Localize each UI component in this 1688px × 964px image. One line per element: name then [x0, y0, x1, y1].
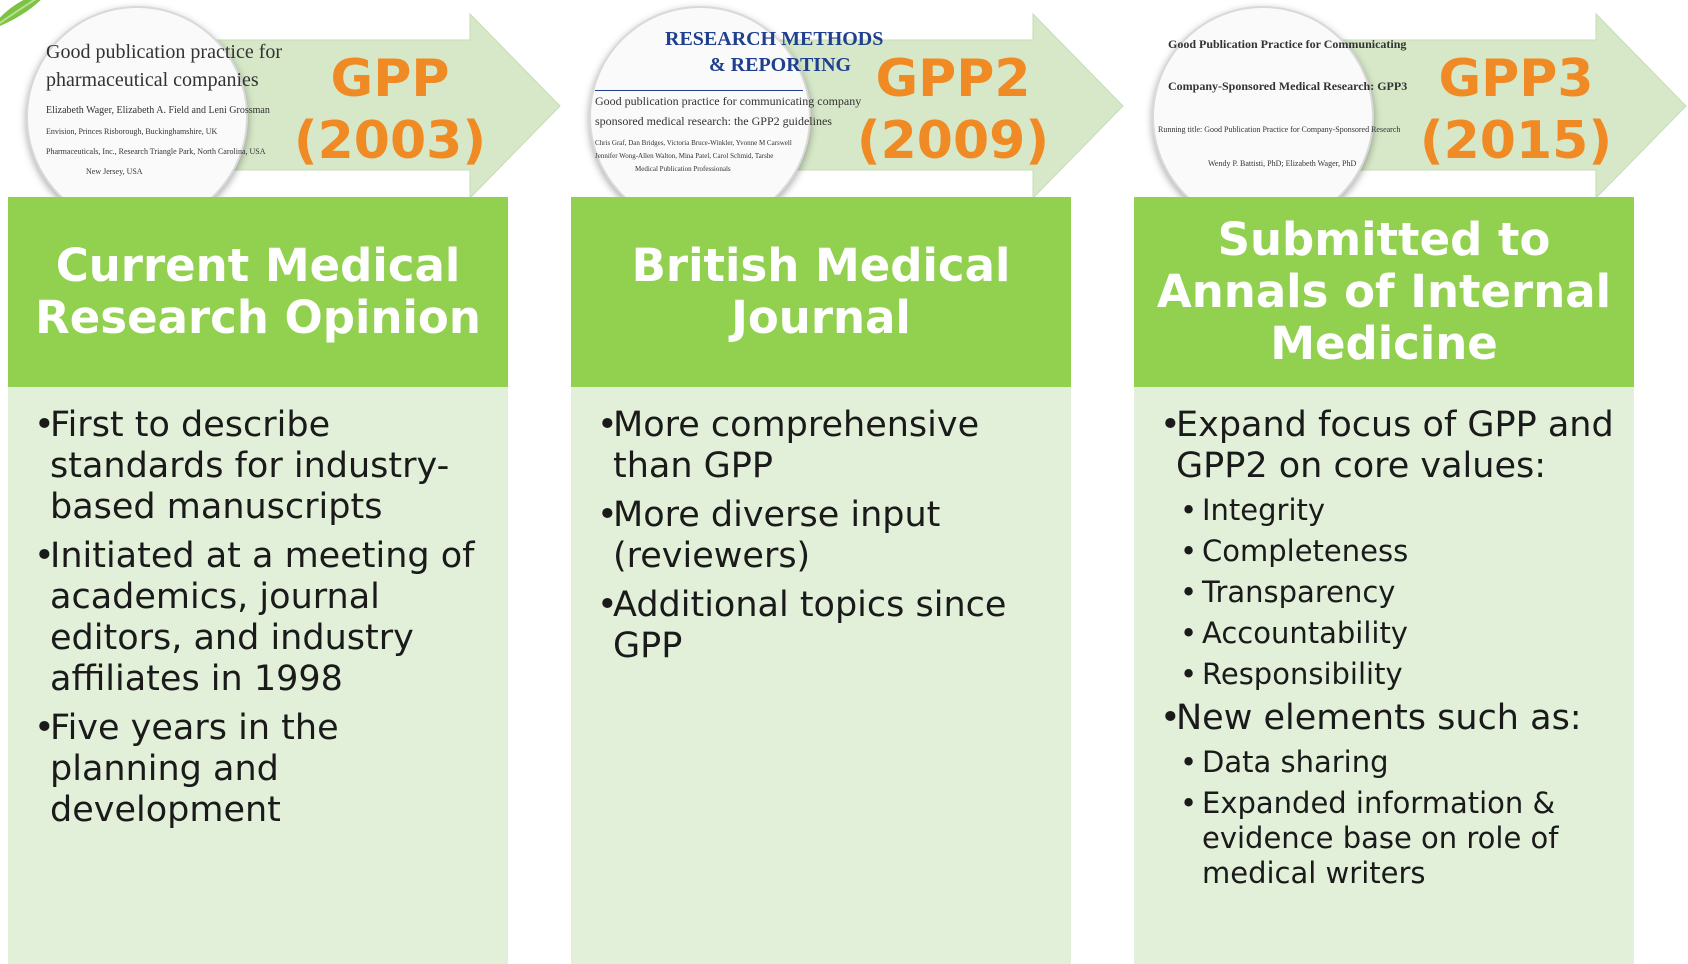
thumbnail-text: Pharmaceuticals, Inc., Research Triangle…	[46, 147, 266, 156]
leaf-decoration	[0, 0, 41, 26]
core-value-item: Integrity	[1180, 493, 1616, 528]
thumbnail-text: Good Publication Practice for Communicat…	[1168, 37, 1407, 51]
bullet-item: More comprehensive than GPP	[597, 405, 1053, 487]
details-panel: More comprehensive than GPP More diverse…	[571, 387, 1071, 964]
guideline-name: GPP3	[1438, 49, 1594, 109]
thumbnail-text: & REPORTING	[709, 54, 852, 76]
thumbnail-text: Wendy P. Battisti, PhD; Elizabeth Wager,…	[1208, 159, 1357, 168]
journal-header: Submitted to Annals of Internal Medicine	[1134, 197, 1634, 387]
details-panel: Expand focus of GPP and GPP2 on core val…	[1134, 387, 1634, 964]
thumbnail-text: Jennifer Wong-Allen Walton, Mina Patel, …	[595, 152, 774, 160]
bullet-item: First to describe standards for industry…	[34, 405, 490, 528]
new-element-item: Expanded information & evidence base on …	[1180, 786, 1616, 891]
thumbnail-text: Good publication practice for	[46, 41, 283, 63]
thumbnail-text: pharmaceutical companies	[46, 69, 259, 91]
bullet-item: Additional topics since GPP	[597, 585, 1053, 667]
thumbnail-text: Envision, Princes Risborough, Buckingham…	[46, 127, 218, 136]
bullet-item: Five years in the planning and developme…	[34, 708, 490, 831]
guideline-name: GPP2	[875, 49, 1031, 109]
timeline-column-gpp2: GPP2 (2009) RESEARCH METHODS & REPORTING…	[563, 0, 1125, 964]
journal-header: British Medical Journal	[571, 197, 1071, 387]
guideline-year: (2003)	[293, 111, 487, 171]
thumbnail-text: Chris Graf, Dan Bridges, Victoria Bruce-…	[595, 139, 792, 147]
new-element-item: Data sharing	[1180, 745, 1616, 780]
timeline-column-gpp3: GPP3 (2015) Good Publication Practice fo…	[1126, 0, 1688, 964]
thumbnail-text: Medical Publication Professionals	[635, 165, 731, 173]
paper-thumbnail: Good publication practice for pharmaceut…	[26, 6, 283, 228]
bullet-item: Initiated at a meeting of academics, jou…	[34, 536, 490, 700]
core-value-item: Transparency	[1180, 575, 1616, 610]
thumbnail-text: sponsored medical research: the GPP2 gui…	[595, 114, 832, 128]
details-panel: First to describe standards for industry…	[8, 387, 508, 964]
paper-thumbnail: Good Publication Practice for Communicat…	[1152, 6, 1408, 228]
thumbnail-text: Good publication practice for communicat…	[595, 90, 861, 111]
year-label: GPP2 (2009)	[823, 48, 1083, 172]
core-value-item: Accountability	[1180, 616, 1616, 651]
year-label: GPP (2003)	[260, 48, 520, 172]
thumbnail-text: Elizabeth Wager, Elizabeth A. Field and …	[46, 105, 270, 116]
core-value-item: Responsibility	[1180, 657, 1616, 692]
core-value-item: Completeness	[1180, 534, 1616, 569]
thumbnail-text: RESEARCH METHODS	[665, 28, 884, 50]
thumbnail-text: Running title: Good Publication Practice…	[1158, 125, 1401, 134]
bullet-item: New elements such as:	[1160, 698, 1616, 739]
guideline-year: (2015)	[1419, 111, 1613, 171]
guideline-name: GPP	[330, 49, 450, 109]
thumbnail-text: New Jersey, USA	[86, 167, 143, 176]
journal-header: Current Medical Research Opinion	[8, 197, 508, 387]
year-label: GPP3 (2015)	[1386, 48, 1646, 172]
bullet-item: More diverse input (reviewers)	[597, 495, 1053, 577]
timeline-column-gpp: GPP (2003) Good publication practice for…	[0, 0, 562, 964]
bullet-item: Expand focus of GPP and GPP2 on core val…	[1160, 405, 1616, 487]
guideline-year: (2009)	[856, 111, 1050, 171]
thumbnail-text: Company-Sponsored Medical Research: GPP3	[1168, 79, 1408, 93]
paper-thumbnail: RESEARCH METHODS & REPORTING Good public…	[589, 6, 884, 228]
